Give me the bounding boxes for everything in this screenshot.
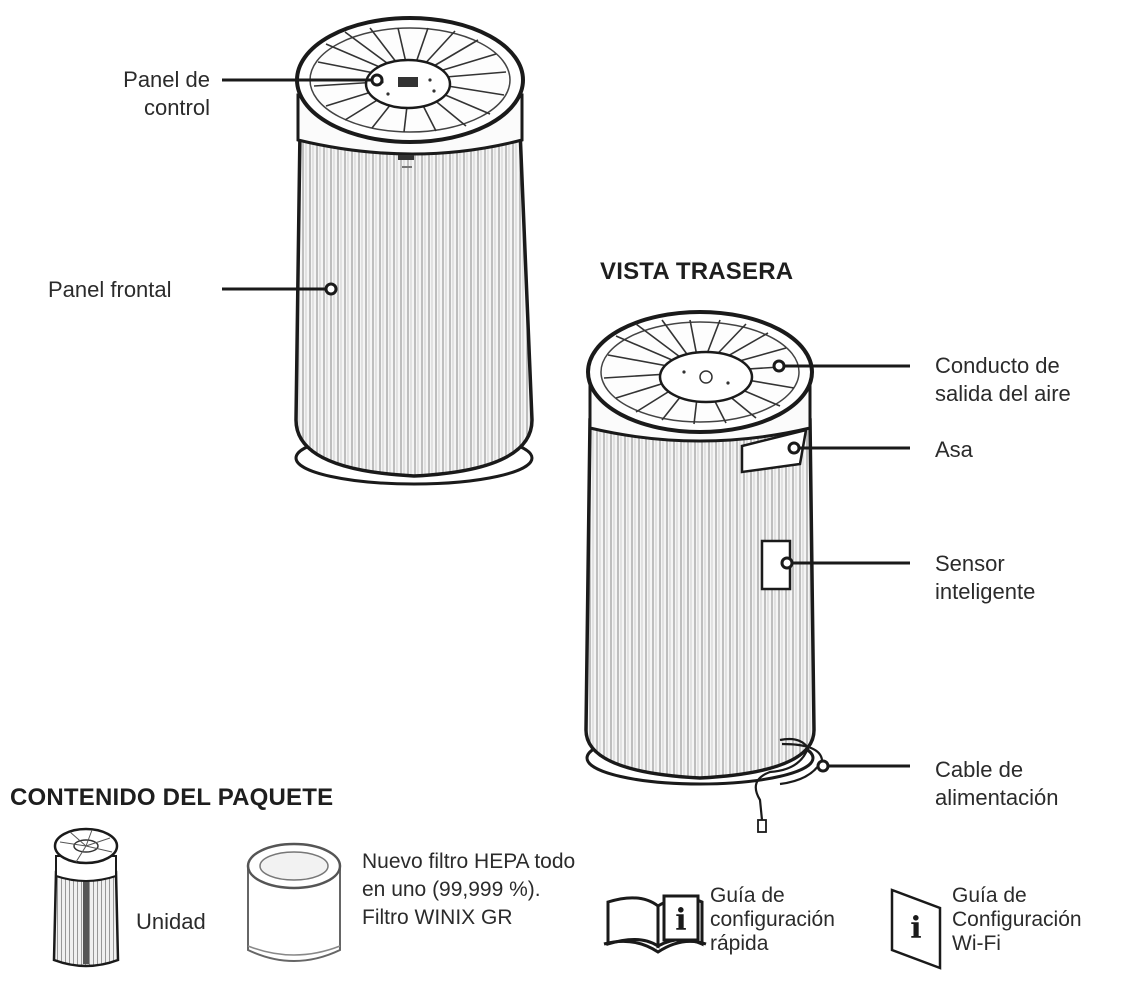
purifier-unit-icon: [52, 827, 120, 968]
package-item-unit-label: Unidad: [136, 909, 206, 934]
svg-text:i: i: [675, 903, 686, 938]
label-front-panel: Panel frontal: [48, 277, 172, 302]
package-contents-title: CONTENIDO DEL PAQUETE: [10, 784, 334, 811]
package-item-wifi-guide-label: Guía de Configuración Wi-Fi: [952, 884, 1082, 956]
open-book-info-icon: i: [603, 894, 707, 954]
svg-text:i: i: [910, 911, 921, 946]
label-smart-sensor: Sensor inteligente: [935, 551, 1036, 604]
label-control-panel: Panel de control: [123, 67, 210, 120]
back-purifier-illustration: [584, 310, 824, 833]
front-purifier-illustration: [294, 16, 534, 486]
leader-lines: [222, 73, 910, 773]
package-item-quick-guide-label: Guía de configuración rápida: [710, 884, 835, 956]
info-leaflet-icon: i: [890, 888, 942, 970]
package-item-filter-label: Nuevo filtro HEPA todo en uno (99,999 %)…: [362, 850, 576, 929]
label-power-cable: Cable de alimentación: [935, 757, 1059, 810]
label-handle: Asa: [935, 437, 973, 462]
label-air-outlet: Conducto de salida del aire: [935, 353, 1071, 406]
back-view-title: VISTA TRASERA: [600, 258, 794, 285]
hepa-filter-icon: [246, 842, 342, 962]
